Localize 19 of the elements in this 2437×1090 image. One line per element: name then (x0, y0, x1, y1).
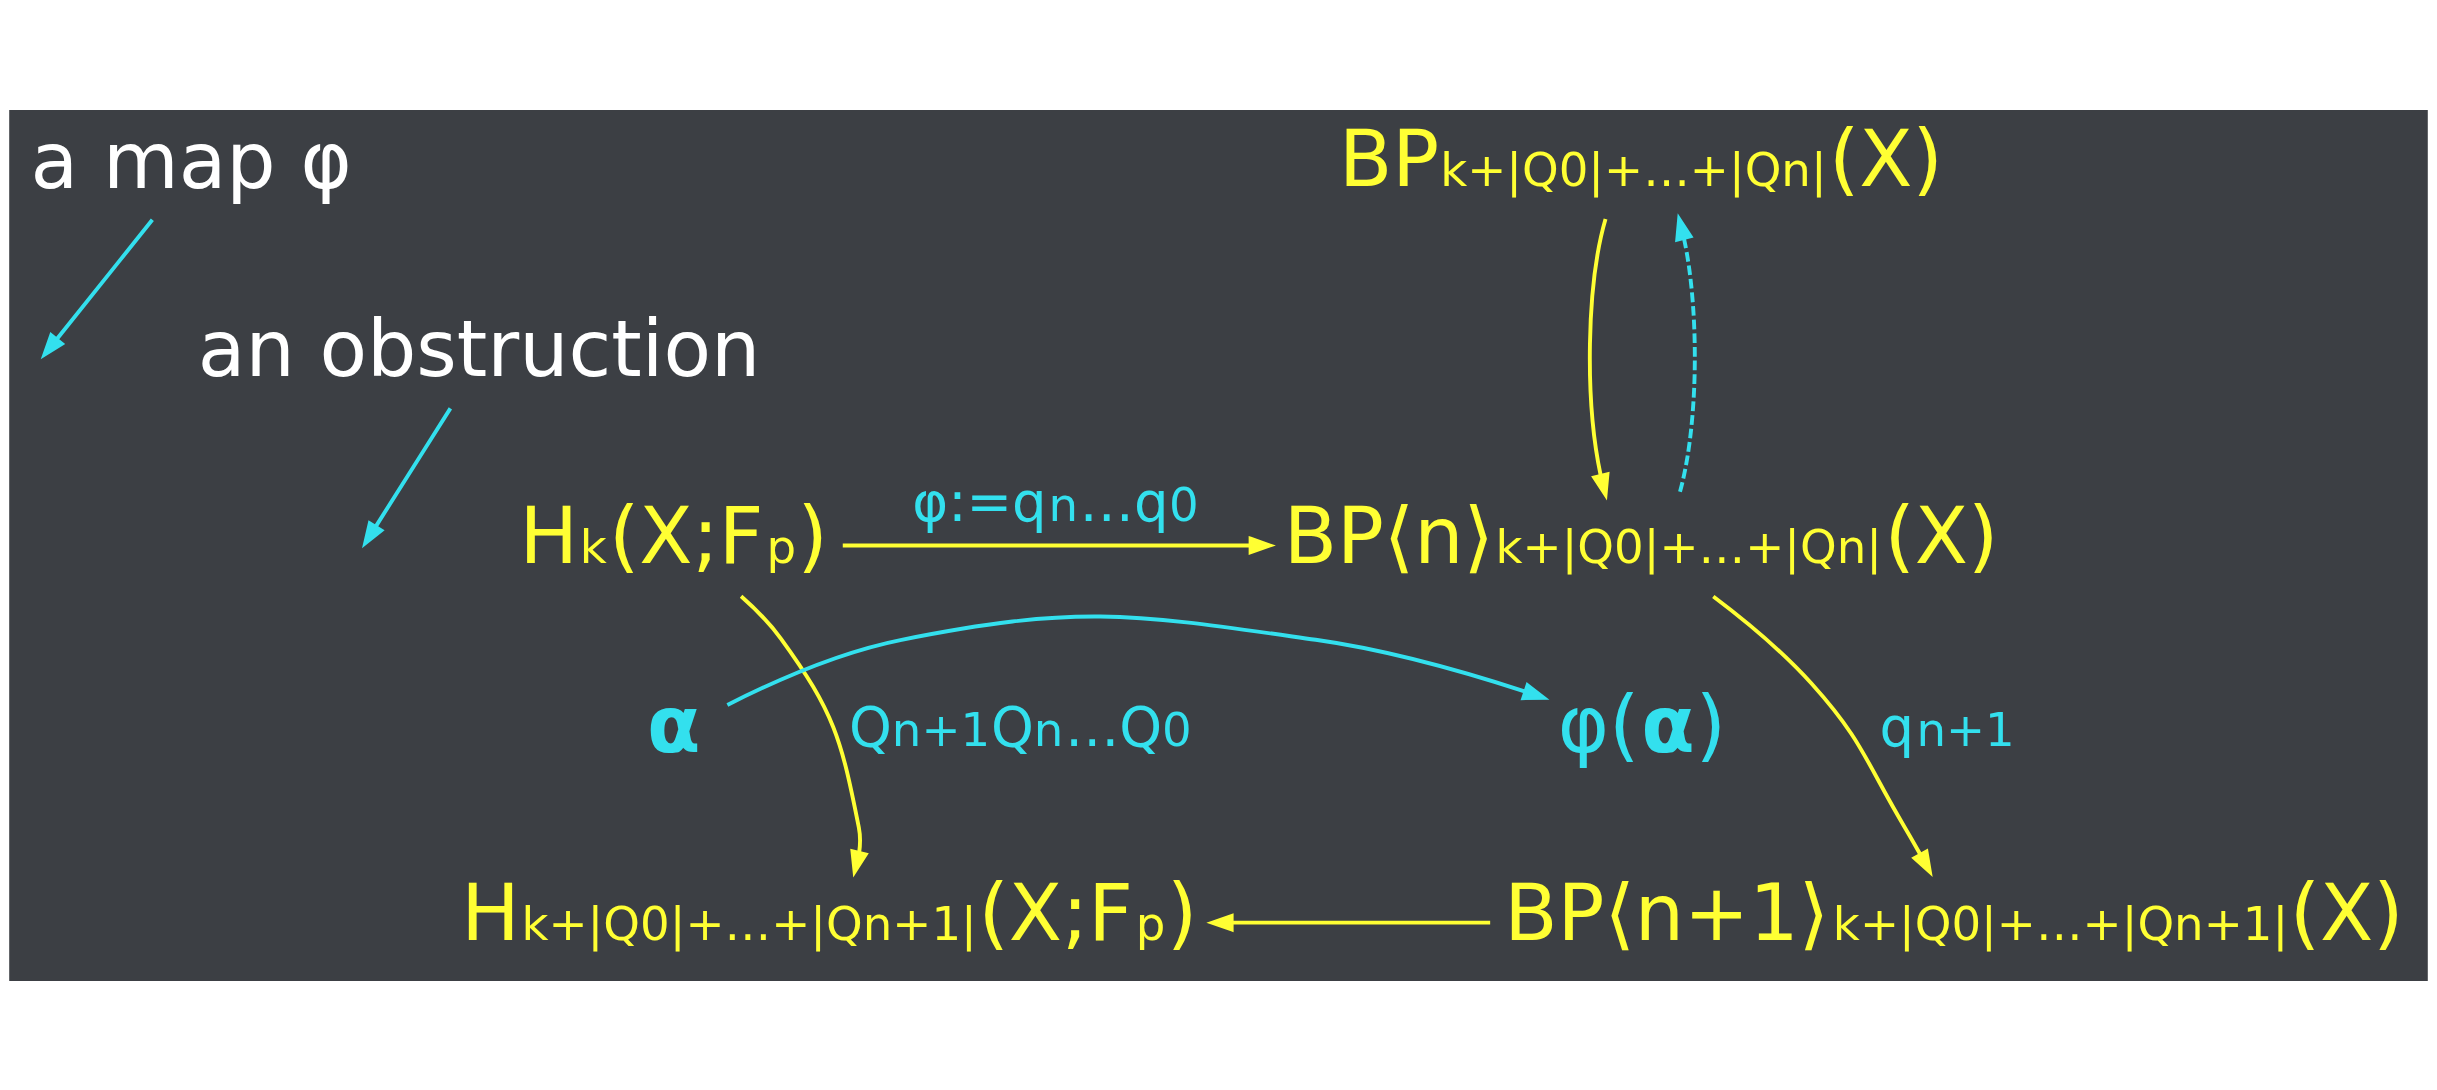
arrow (1675, 212, 1697, 495)
node-text: a map φ (30, 115, 352, 206)
arrow (1712, 594, 1933, 877)
node-text: α (646, 679, 701, 770)
edge-label: φ:=qn…q0 (912, 469, 1199, 534)
node-text: BP⟨n+1⟩k+|Q0|+…+|Qn+1|(X) (1504, 867, 2404, 958)
arrow (1587, 218, 1610, 500)
arrow (40, 218, 154, 359)
node-text: φ(α) (1557, 679, 1727, 770)
arrow (842, 535, 1276, 555)
arrow (1206, 912, 1491, 932)
node-text: an obstruction (197, 303, 761, 394)
arrow (726, 614, 1550, 707)
arrow (362, 406, 453, 548)
edge-label: Qn+1Qn…Q0 (849, 694, 1192, 759)
node-text: BPk+|Q0|+…+|Qn|(X) (1339, 113, 1943, 204)
arrow (739, 594, 869, 878)
edge-label: qn+1 (1879, 694, 2015, 759)
node-text: BP⟨n⟩k+|Q0|+…+|Qn|(X) (1283, 490, 1999, 581)
